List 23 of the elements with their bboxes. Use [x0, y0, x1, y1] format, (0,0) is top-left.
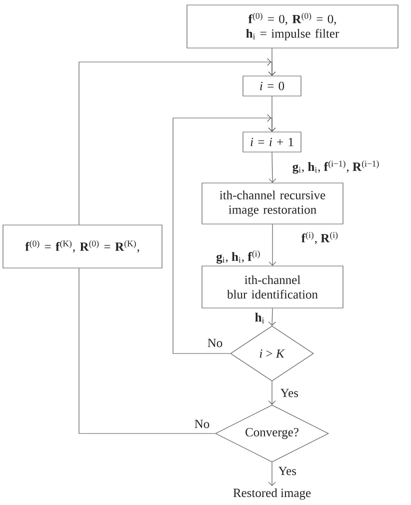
arrow	[268, 462, 276, 486]
arrow	[268, 308, 276, 326]
process-box: ith-channel blur identification	[202, 266, 344, 308]
arrow	[172, 114, 276, 354]
output-text: Restored image	[233, 488, 311, 500]
arrow	[268, 381, 276, 405]
process-box: f$^{(0)}$ = f$^{(K)}$, R$^{(0)}$ = R$^{(K)}$,	[2, 224, 162, 268]
connector-line	[78, 268, 216, 434]
edge-label: Yes	[279, 388, 300, 398]
edge-label: g$_{i}$, h$_{i}$, f$^{(i)}$	[215, 249, 262, 265]
edge-label: Yes	[277, 466, 298, 476]
arrow	[268, 152, 276, 183]
edge-label: No	[206, 338, 224, 348]
process-box: f$^{(0)}$ = 0, R$^{(0)}$ = 0, h$_{i}$ = impulse filter	[186, 4, 398, 48]
edge-label: g$_{i}$, h$_{i}$, f$^{(i−1)}$, R$^{(i−1)}$	[291, 159, 381, 175]
edge-label: No	[193, 418, 211, 430]
annotation: f$^{(i)}$, R$^{(i)}$	[301, 232, 338, 244]
arrow	[268, 224, 276, 266]
process-box: i = i + 1	[242, 132, 302, 152]
edge-label: h$_{i}$	[254, 312, 266, 324]
process-box: ith-channel recursive image restoration	[202, 182, 344, 224]
arrow	[78, 58, 276, 225]
process-box: i = 0	[242, 76, 302, 96]
